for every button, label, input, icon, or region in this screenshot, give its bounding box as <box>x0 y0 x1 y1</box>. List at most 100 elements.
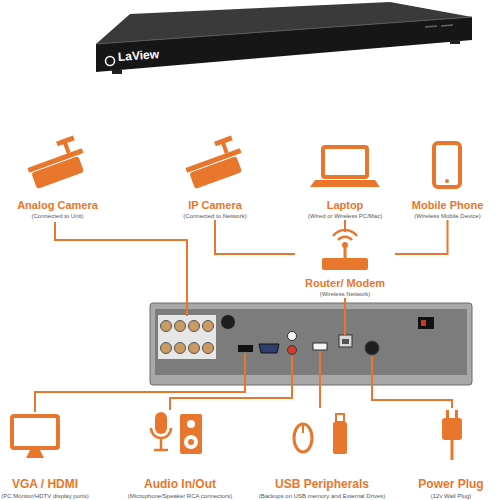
camera-body <box>189 156 242 189</box>
phone-body <box>434 143 460 187</box>
device-name: Power Plug <box>418 478 483 492</box>
speaker <box>180 414 202 454</box>
device-node: VGA / HDMI(PC Monitor/HDTV display ports… <box>0 405 90 500</box>
microphone <box>160 438 163 450</box>
camera-mount <box>223 143 227 153</box>
device-name: Analog Camera <box>17 199 98 212</box>
wire <box>170 355 292 410</box>
network-link <box>395 220 448 254</box>
network-link <box>344 220 346 232</box>
wire <box>35 353 245 412</box>
wire <box>344 298 346 335</box>
device-note: (Wired or Wireless PC/Mac) <box>308 213 382 220</box>
bnc-port <box>161 321 172 332</box>
speaker-cone <box>184 435 198 449</box>
vga-port <box>259 344 279 353</box>
device-note: (Wireless Mobile Device) <box>414 213 480 220</box>
laptop-screen <box>323 147 367 177</box>
dvr-button <box>441 25 453 26</box>
device-name: Audio In/Out <box>144 478 216 492</box>
speaker-cone <box>188 439 194 445</box>
camera-mount <box>56 135 75 146</box>
phone-button <box>445 179 449 183</box>
analog-camera-icon <box>22 134 89 190</box>
panel-face <box>155 309 467 375</box>
camera-mount <box>65 143 69 153</box>
plug-body <box>442 418 462 440</box>
wire <box>55 222 187 316</box>
microphone <box>155 412 167 434</box>
device-note: (Wireless Network) <box>320 291 371 298</box>
device-node: Analog Camera(Connected to Unit) <box>5 140 110 220</box>
device-note: (Connected to Network) <box>183 213 246 220</box>
plug-prong <box>446 410 449 419</box>
signal-wave <box>333 230 357 236</box>
monitor-screen <box>12 416 58 448</box>
bnc-port <box>189 321 200 332</box>
device-note: (PC Monitor/HDTV display ports) <box>1 493 88 500</box>
device-note: (Connected to Unit) <box>31 213 83 220</box>
plug-cable <box>451 440 454 460</box>
device-name: VGA / HDMI <box>12 478 78 492</box>
router-antenna <box>344 247 347 258</box>
device-node: Laptop(Wired or Wireless PC/Mac) <box>300 140 390 220</box>
device-note: (Backups on USB memory and External Driv… <box>259 493 386 500</box>
lan-port <box>339 335 352 347</box>
dvr-back-panel <box>150 303 472 385</box>
device-name: Laptop <box>327 199 364 212</box>
usb-stick <box>336 414 344 422</box>
router-body <box>322 258 368 270</box>
mouse <box>302 424 304 433</box>
rca-port <box>288 332 297 341</box>
device-node: USB Peripherals(Backups on USB memory an… <box>256 405 388 500</box>
router-antenna <box>342 242 348 248</box>
bnc-port <box>189 343 200 354</box>
dvr-foot <box>112 70 122 74</box>
power-port <box>365 341 379 355</box>
lan-socket <box>342 339 349 344</box>
dvr-front <box>96 17 472 72</box>
camera-mount <box>214 135 233 146</box>
logo-mark <box>106 57 115 66</box>
microphone <box>151 428 171 438</box>
dvr-foot <box>450 40 460 44</box>
dvr-button <box>425 26 437 27</box>
bnc-port <box>203 343 214 354</box>
usb-port <box>313 343 327 350</box>
bnc-port <box>175 321 186 332</box>
fan-port <box>221 315 235 329</box>
laptop-base <box>310 180 380 187</box>
monitor-stand <box>26 450 44 458</box>
device-node: Mobile Phone(Wireless Mobile Device) <box>400 140 495 220</box>
bnc-port <box>161 343 172 354</box>
dvr-edge <box>96 17 472 44</box>
device-node: Audio In/Out(Microphone/Speaker RCA conn… <box>118 405 242 500</box>
wire <box>319 351 321 408</box>
device-node: Power Plug(12v Wall Plug) <box>402 405 500 500</box>
speaker-cone <box>187 420 195 428</box>
device-node: Router/ Modem(Wireless Network) <box>295 232 395 298</box>
camera-body <box>31 156 84 189</box>
power-switch <box>418 317 434 329</box>
brand-logo: LaView <box>118 47 160 64</box>
bnc-port <box>175 343 186 354</box>
microphone <box>154 449 168 452</box>
mouse <box>294 424 312 452</box>
plug-prong <box>455 410 458 419</box>
bnc-block <box>158 315 216 359</box>
device-name: USB Peripherals <box>275 478 369 492</box>
usb-stick <box>333 422 347 454</box>
signal-wave <box>338 237 352 240</box>
device-name: IP Camera <box>188 199 242 212</box>
device-note: (12v Wall Plug) <box>431 493 471 500</box>
network-link <box>215 220 295 254</box>
device-name: Mobile Phone <box>412 199 484 212</box>
hdmi-port <box>238 345 253 352</box>
power-switch <box>421 320 426 326</box>
device-note: (Microphone/Speaker RCA connectors) <box>128 493 232 500</box>
device-node: IP Camera(Connected to Network) <box>165 140 265 220</box>
wire <box>372 356 452 408</box>
device-name: Router/ Modem <box>305 277 385 290</box>
ip-camera-icon <box>180 134 247 190</box>
bnc-port <box>203 321 214 332</box>
